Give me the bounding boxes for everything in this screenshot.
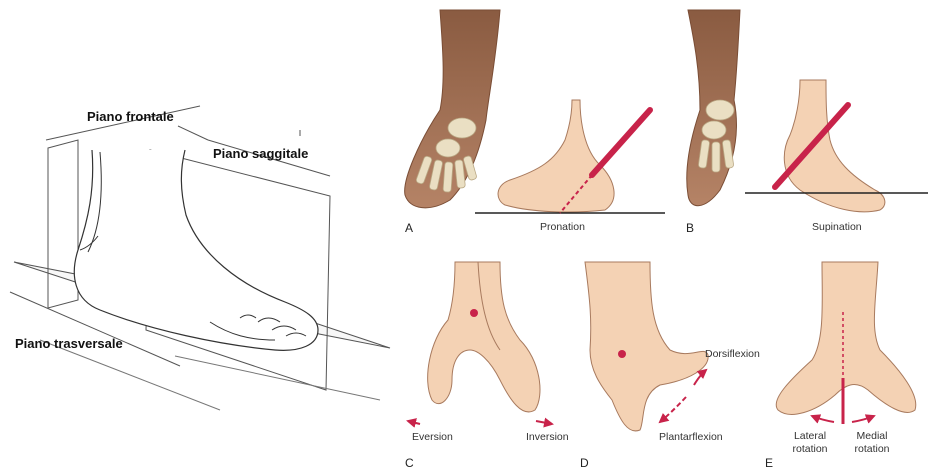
- label-inversion: Inversion: [526, 432, 569, 443]
- anatomical-planes-diagram: [10, 106, 390, 410]
- label-piano-saggitale: Piano saggitale: [213, 147, 308, 160]
- label-medial: Medial: [852, 431, 892, 442]
- lateral-rotation-arrow: [812, 416, 834, 422]
- label-eversion: Eversion: [412, 432, 453, 443]
- foot-outline-left: [74, 150, 318, 350]
- label-piano-frontale: Piano frontale: [87, 110, 174, 123]
- panel-c-eversion-inversion: [408, 262, 552, 424]
- axis-rod-a: [592, 110, 650, 175]
- panel-label-b: B: [686, 222, 694, 234]
- panel-e-rotation: [776, 262, 916, 424]
- panel-d-dorsi-plantar: [585, 262, 708, 431]
- foot-side-b: [784, 80, 885, 212]
- label-lateral-rotation: rotation: [788, 444, 832, 455]
- panel-label-c: C: [405, 457, 414, 469]
- plantarflexion-arrow: [660, 397, 686, 422]
- axis-point-d: [618, 350, 626, 358]
- frontal-plane: [48, 140, 78, 308]
- panel-a-pronation: [405, 10, 665, 213]
- label-pronation: Pronation: [540, 222, 585, 233]
- label-plantarflexion: Plantarflexion: [659, 432, 723, 443]
- label-supination: Supination: [812, 222, 862, 233]
- foot-side-a: [498, 100, 614, 212]
- inversion-arrow: [536, 421, 552, 424]
- label-lateral: Lateral: [790, 431, 830, 442]
- panel-b-supination: [687, 10, 928, 212]
- medial-rotation-arrow: [852, 416, 874, 422]
- eversion-arrow: [408, 421, 420, 424]
- panel-label-a: A: [405, 222, 413, 234]
- panel-label-d: D: [580, 457, 589, 469]
- label-medial-rotation: rotation: [850, 444, 894, 455]
- label-dorsiflexion: Dorsiflexion: [705, 349, 760, 360]
- panel-label-e: E: [765, 457, 773, 469]
- axis-point-c: [470, 309, 478, 317]
- label-piano-trasversale: Piano trasversale: [15, 337, 123, 350]
